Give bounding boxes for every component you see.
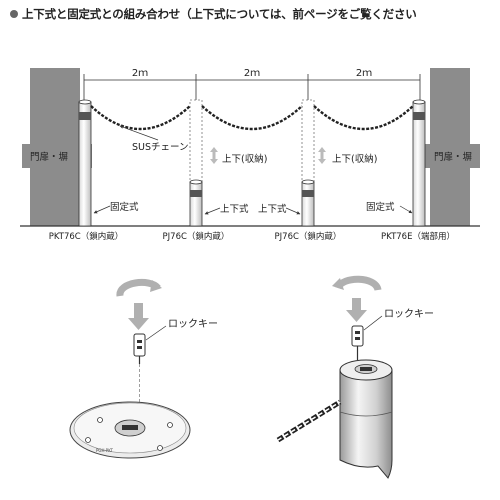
fixed-label-left: 固定式 bbox=[110, 201, 139, 213]
base-plate: PGH·PKT bbox=[69, 401, 191, 459]
post-updown-right-ghost bbox=[301, 99, 315, 183]
lock-key-icon bbox=[133, 333, 146, 364]
wall-label-left: 門扉・塀 bbox=[30, 151, 69, 163]
model-label: PJ76C（鎖内蔵） bbox=[163, 231, 230, 242]
bullet-icon bbox=[10, 10, 18, 18]
svg-text:PGH·PKT: PGH·PKT bbox=[96, 448, 114, 453]
down-arrow-icon bbox=[346, 298, 367, 322]
bollard-cylinder bbox=[339, 359, 393, 479]
heading: 上下式と固定式との組み合わせ（上下式については、前ページをご覧ください bbox=[10, 6, 417, 22]
updown-label: 上下(収納) bbox=[222, 153, 267, 165]
chain-links bbox=[276, 399, 342, 443]
updown-label: 上下(収納) bbox=[332, 153, 377, 165]
chain-span-2 bbox=[201, 105, 303, 131]
dimension-label: 2ｍ bbox=[132, 68, 148, 79]
fixed-label-right: 固定式 bbox=[366, 201, 395, 213]
updown-arrow-icon bbox=[318, 147, 326, 164]
post-fixed-left bbox=[78, 101, 92, 227]
model-label: PJ76C（鎖内蔵） bbox=[275, 231, 342, 242]
chain-span-1 bbox=[90, 105, 191, 131]
dimension-label: 2ｍ bbox=[356, 68, 372, 79]
lock-key-label-left: ロックキー bbox=[168, 318, 218, 330]
model-label: PKT76C（鎖内蔵） bbox=[49, 231, 123, 242]
down-arrow-icon bbox=[128, 303, 149, 330]
post-updown-right bbox=[301, 181, 315, 227]
lock-key-label-right: ロックキー bbox=[384, 308, 434, 320]
wall-label-right: 門扉・塀 bbox=[434, 151, 473, 163]
post-fixed-right bbox=[412, 101, 426, 227]
post-updown-left-ghost bbox=[189, 99, 203, 183]
model-label: PKT76E（端部用） bbox=[381, 231, 455, 242]
chain-label: SUSチェーン bbox=[132, 142, 189, 153]
heading-text: 上下式と固定式との組み合わせ（上下式については、前ページをご覧ください bbox=[22, 7, 417, 21]
updown-type-label-right: 上下式 bbox=[258, 203, 287, 215]
chain-span-3 bbox=[313, 105, 414, 131]
lock-key-icon bbox=[351, 325, 364, 360]
updown-arrow-icon bbox=[210, 147, 218, 164]
updown-type-label-left: 上下式 bbox=[220, 203, 249, 215]
post-updown-left bbox=[189, 181, 203, 227]
dimension-label: 2ｍ bbox=[244, 68, 260, 79]
rotate-arrow-icon bbox=[332, 275, 382, 292]
rotate-arrow-icon bbox=[116, 278, 162, 297]
